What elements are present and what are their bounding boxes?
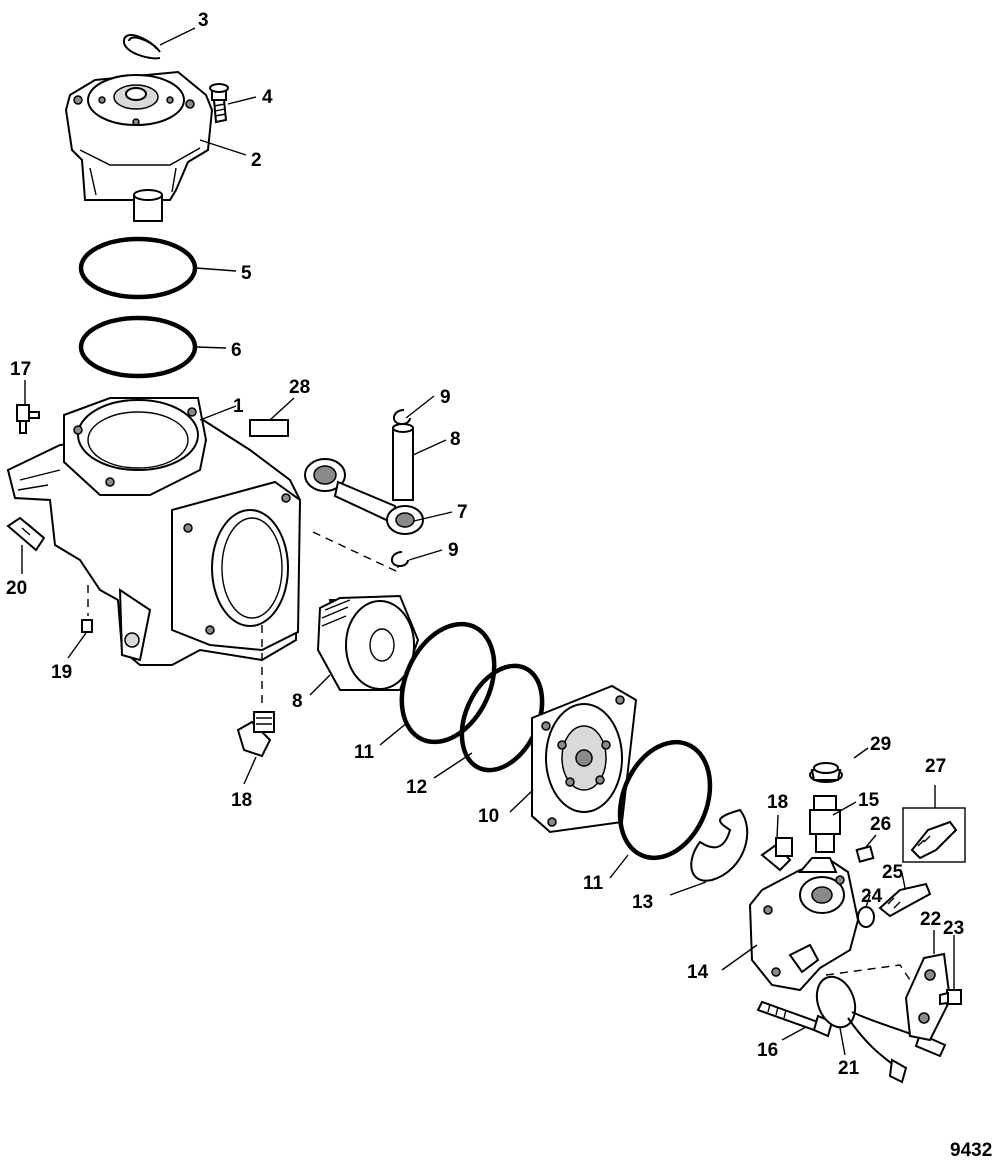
callout-15: 15 xyxy=(858,790,880,811)
callout-18-left: 18 xyxy=(231,790,252,811)
part-4-bolt xyxy=(209,83,229,124)
callout-19: 19 xyxy=(51,662,72,683)
part-3-retaining-ring xyxy=(123,34,161,60)
callout-22: 22 xyxy=(920,909,941,930)
callout-8-piston: 8 xyxy=(292,691,303,712)
callout-27: 27 xyxy=(925,756,946,777)
callout-4: 4 xyxy=(262,87,273,108)
callout-2: 2 xyxy=(251,150,262,171)
callout-17: 17 xyxy=(10,359,31,380)
callout-13: 13 xyxy=(632,892,653,913)
callout-12: 12 xyxy=(406,777,427,798)
part-20-hose-fitting xyxy=(6,516,46,552)
part-5-o-ring xyxy=(78,236,198,300)
part-9-clip-lower xyxy=(391,551,409,568)
leader-lines xyxy=(21,27,955,1056)
callout-9-upper: 9 xyxy=(440,387,451,408)
callout-labels: 3 4 2 5 6 17 1 28 9 8 7 9 20 19 8 11 12 … xyxy=(6,10,992,1161)
part-10-head-plate xyxy=(531,684,638,834)
callout-5: 5 xyxy=(241,263,252,284)
part-27-fitting-detail xyxy=(902,807,966,863)
callout-24: 24 xyxy=(861,886,883,907)
part-24-o-ring xyxy=(857,906,875,928)
part-19-set-screw xyxy=(81,619,93,633)
part-8-wrist-pin xyxy=(392,423,414,501)
callout-11-left: 11 xyxy=(354,742,375,763)
part-23-screw xyxy=(939,989,962,1006)
part-26-plug xyxy=(855,845,875,863)
part-6-o-ring xyxy=(78,315,198,379)
callout-25: 25 xyxy=(882,862,904,883)
callout-10: 10 xyxy=(478,806,499,827)
callout-7: 7 xyxy=(457,502,468,523)
callout-8-pin: 8 xyxy=(450,429,461,450)
part-8-piston xyxy=(316,594,420,692)
callout-1: 1 xyxy=(233,396,244,417)
part-13-reed-gasket xyxy=(690,808,749,882)
part-28-decal xyxy=(249,419,289,437)
callout-18-right: 18 xyxy=(767,792,788,813)
part-2-top-cover xyxy=(64,70,214,222)
part-11-o-ring-right xyxy=(617,739,713,861)
part-16-bolt xyxy=(756,1000,834,1038)
callout-29: 29 xyxy=(870,734,891,755)
part-14-pump-cover xyxy=(748,857,860,992)
figure-number: 9432 xyxy=(950,1140,992,1161)
part-15-check-valve xyxy=(809,795,841,853)
part-18-elbow-fitting-right xyxy=(760,837,793,872)
callout-9-lower: 9 xyxy=(448,540,459,561)
part-18-elbow-fitting-left xyxy=(236,711,275,758)
part-17-fitting xyxy=(16,404,40,434)
callout-14: 14 xyxy=(687,962,709,983)
part-9-clip-upper xyxy=(393,409,411,426)
part-29-cap xyxy=(809,762,843,783)
callout-6: 6 xyxy=(231,340,242,361)
callout-16: 16 xyxy=(757,1040,778,1061)
part-25-fitting xyxy=(878,882,932,918)
callout-23: 23 xyxy=(943,918,964,939)
callout-11-right: 11 xyxy=(583,873,604,894)
callout-28: 28 xyxy=(289,377,310,398)
callout-21: 21 xyxy=(838,1058,860,1079)
callout-3: 3 xyxy=(198,10,209,31)
callout-20: 20 xyxy=(6,578,27,599)
part-1-main-housing xyxy=(6,397,302,666)
part-22-bracket xyxy=(904,952,952,1042)
part-7-connecting-rod xyxy=(304,458,424,535)
callout-26: 26 xyxy=(870,814,891,835)
part-11-o-ring-left xyxy=(399,621,497,745)
